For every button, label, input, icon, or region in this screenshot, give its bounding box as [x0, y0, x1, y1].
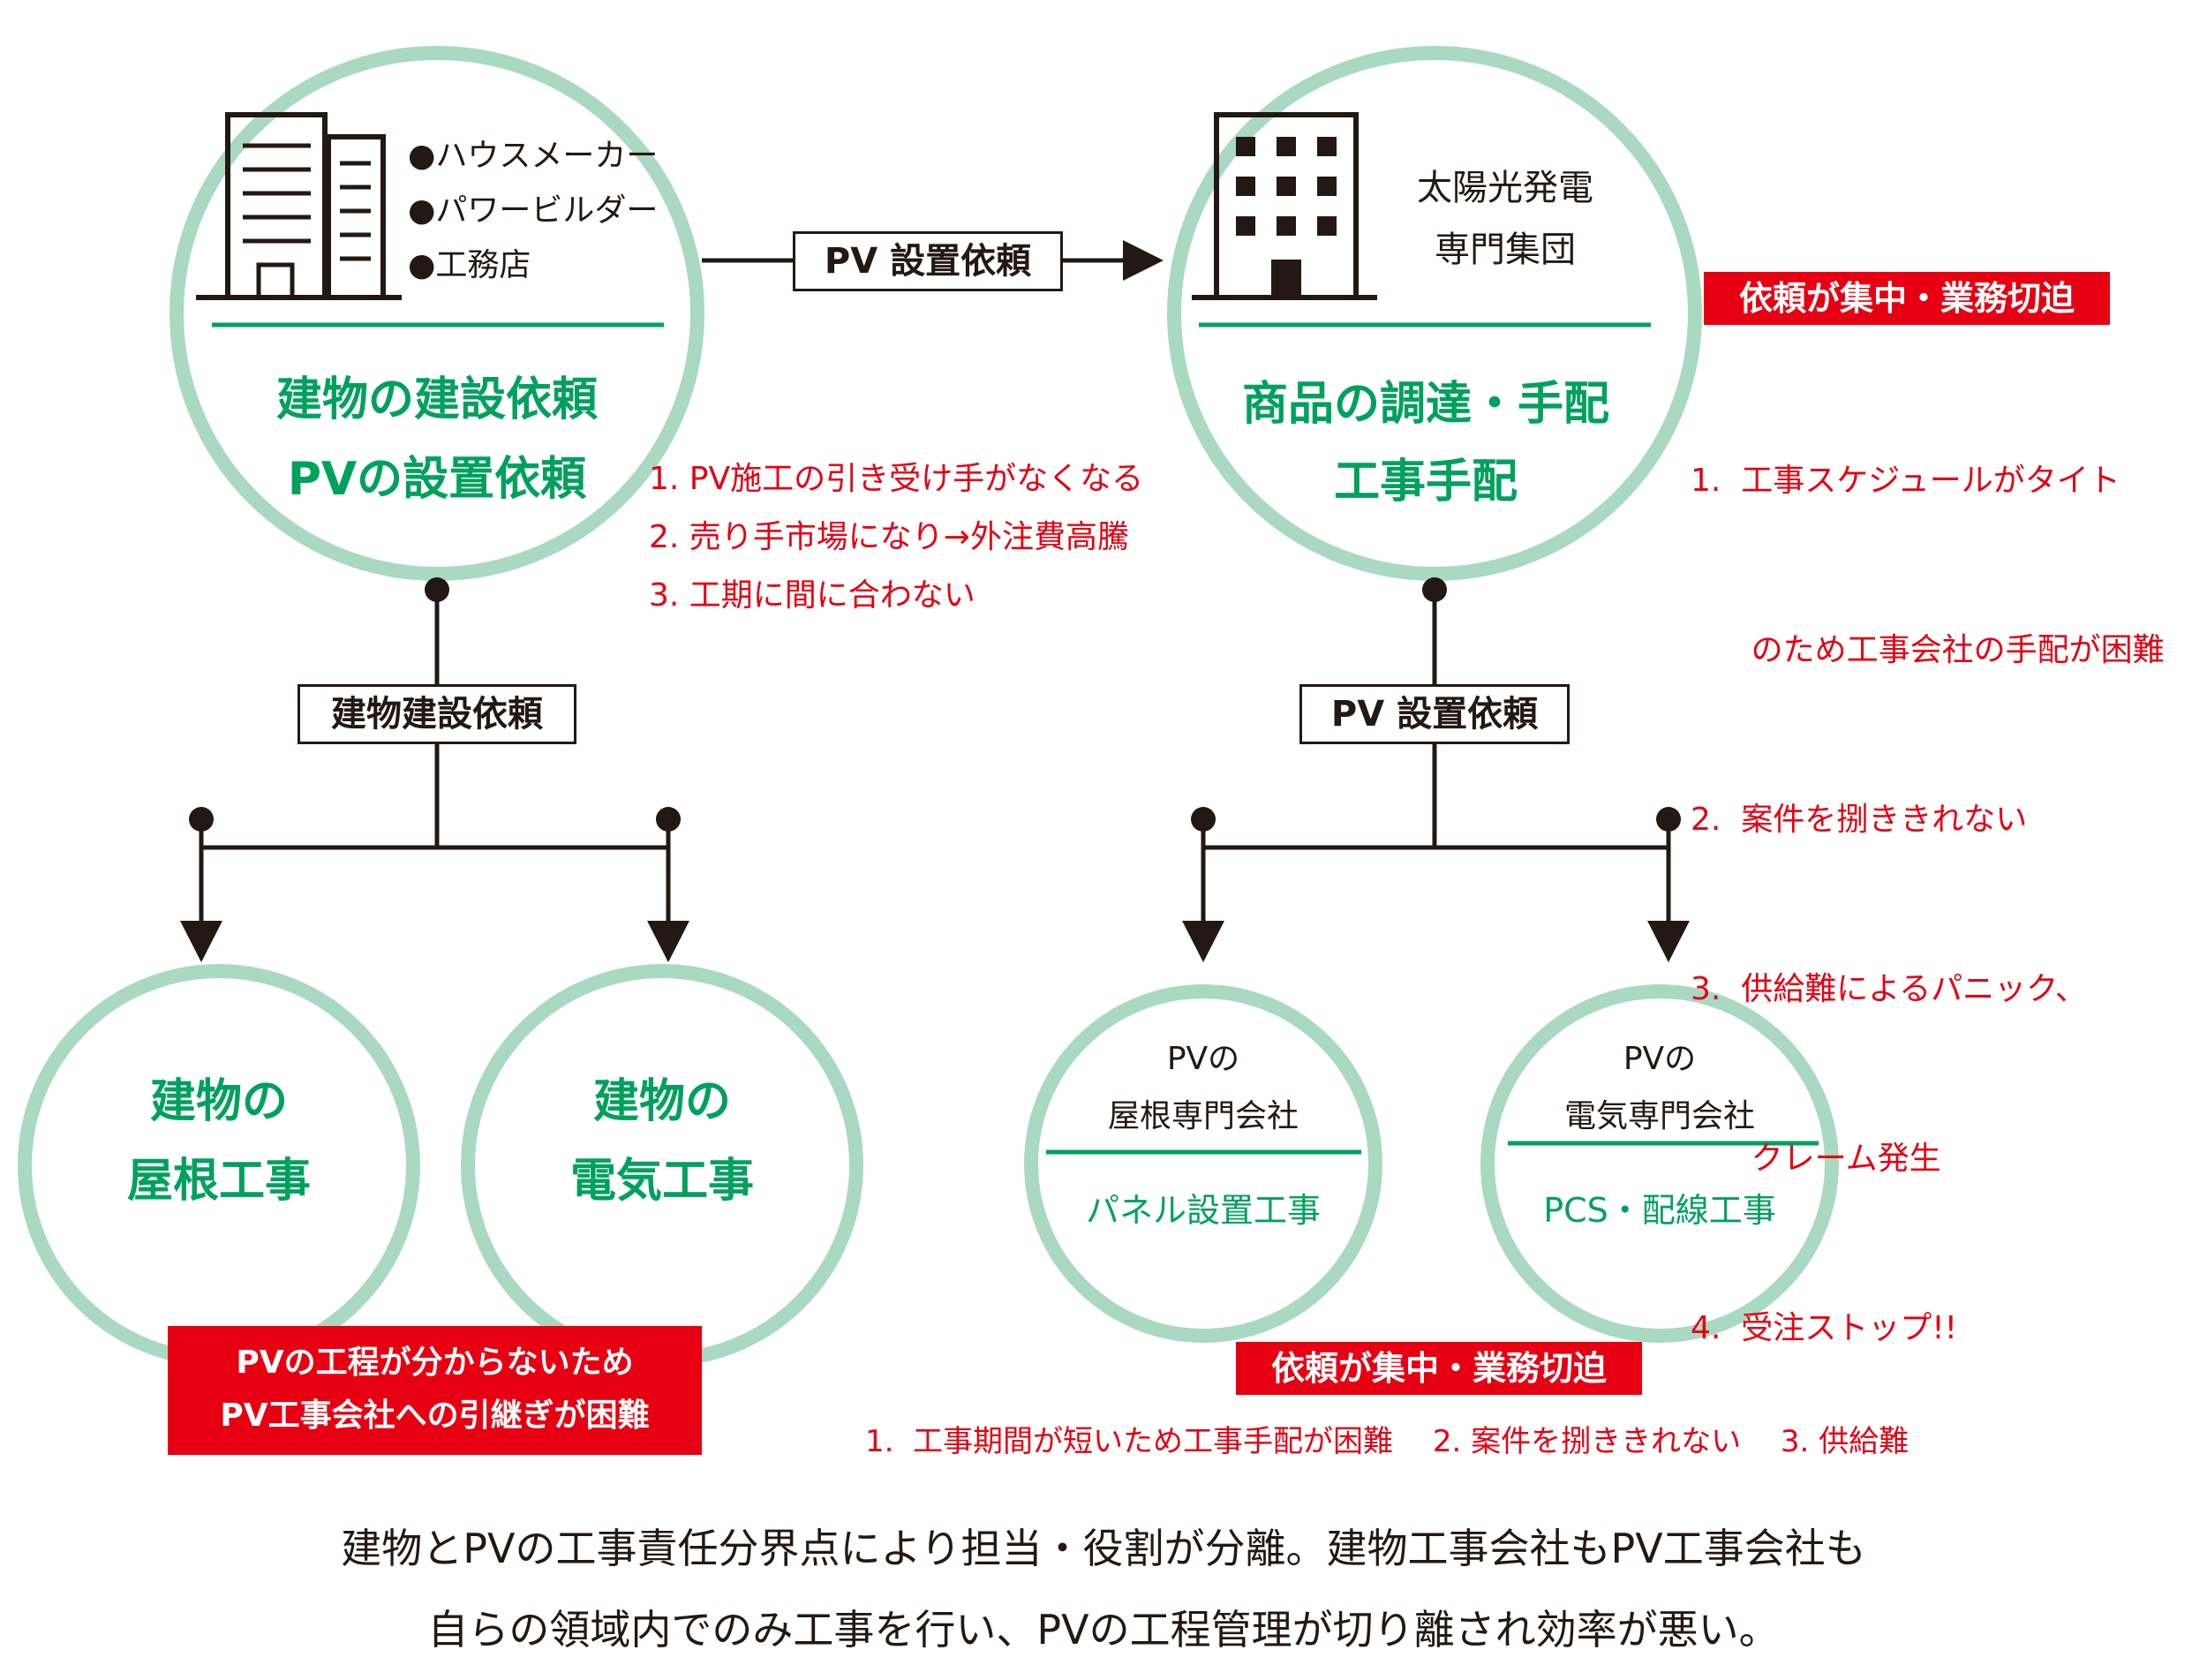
pv-issues-title: 依頼が集中・業務切迫	[1704, 272, 2110, 325]
pv-electric-company-line2: 電気専門会社	[1563, 1098, 1756, 1134]
client-issue-item: 1. PV施工の引き受け手がなくなる	[649, 461, 1144, 497]
electric-work-line2: 電気工事	[569, 1155, 755, 1208]
client-issues-list: 1. PV施工の引き受け手がなくなる 2. 売り手市場になり→外注費高騰 3. …	[649, 450, 1143, 625]
pv-group-role-line1: 商品の調達・手配	[1241, 378, 1610, 431]
client-circle	[169, 46, 704, 581]
roof-work-line2: 屋根工事	[126, 1155, 312, 1208]
pv-roof-company-circle	[1024, 984, 1382, 1343]
building-icon	[196, 112, 402, 300]
client-role-line1: 建物の建設依頼	[275, 373, 599, 426]
left-tree	[180, 577, 689, 962]
pv-group-circle	[1167, 46, 1702, 581]
client-role-line2: PVの設置依頼	[287, 453, 587, 506]
pv-electric-company-line1: PVの	[1623, 1041, 1697, 1077]
client-issue-item: 2. 売り手市場になり→外注費高騰	[649, 519, 1129, 555]
pv-issue-item: 1. 工事スケジュールがタイト	[1691, 463, 2120, 499]
pv-roof-company-work: パネル設置工事	[1085, 1191, 1322, 1230]
summary-line1: 建物とPVの工事責任分界点により担当・役割が分離。建物工事会社もPV工事会社も	[341, 1525, 1866, 1572]
client-type-list: ●ハウスメーカー ●パワービルダー ●工務店	[408, 129, 658, 293]
client-type-item: ●パワービルダー	[408, 192, 659, 229]
pv-electric-company-work: PCS・配線工事	[1543, 1191, 1776, 1230]
pv-group-name-line1: 太陽光発電	[1417, 168, 1593, 208]
electric-work-line1: 建物の	[592, 1075, 732, 1128]
pv-roof-company-line2: 屋根専門会社	[1107, 1098, 1299, 1134]
left-branch-label: 建物建設依頼	[298, 684, 576, 744]
right-branch-label: PV 設置依頼	[1299, 684, 1570, 744]
pv-issue-item: 4. 受注ストップ!!	[1691, 1310, 1958, 1346]
office-building-icon	[1192, 112, 1377, 300]
summary-line2: 自らの領域内でのみ工事を行い、PVの工程管理が切り離され効率が悪い。	[427, 1606, 1780, 1654]
bottom-issues-title: 依頼が集中・業務切迫	[1236, 1342, 1642, 1395]
right-tree	[1182, 577, 1690, 962]
pv-issue-item: 2. 案件を捌ききれない	[1691, 802, 2028, 838]
pv-issue-item: のため工事会社の手配が困難	[1691, 632, 2165, 668]
client-type-item: ●工務店	[408, 247, 531, 283]
roof-work-line1: 建物の	[149, 1075, 289, 1128]
pv-group-role-line2: 工事手配	[1333, 456, 1518, 509]
client-type-item: ●ハウスメーカー	[408, 138, 659, 174]
pv-roof-company-line1: PVの	[1166, 1041, 1240, 1077]
pv-group-name-line2: 専門集団	[1435, 230, 1576, 270]
building-note-line: PV工事会社への引継ぎが困難	[220, 1397, 650, 1434]
pv-issues-list: 1. 工事スケジュールがタイト のため工事会社の手配が困難 2. 案件を捌ききれ…	[1691, 340, 2165, 1413]
bottom-issues-items: 1. 工事期間が短いため工事手配が困難 2. 案件を捌ききれない 3. 供給難	[865, 1424, 1909, 1459]
building-note: PVの工程が分からないため PV工事会社への引継ぎが困難	[168, 1326, 702, 1455]
pv-issue-item: クレーム発生	[1691, 1141, 1941, 1177]
building-note-line: PVの工程が分からないため	[236, 1345, 634, 1381]
top-arrow-head	[1123, 240, 1164, 281]
client-issue-item: 3. 工期に間に合わない	[649, 577, 975, 614]
top-arrow-label: PV 設置依頼	[793, 231, 1063, 291]
pv-electric-company-circle	[1480, 984, 1839, 1343]
pv-issue-item: 3. 供給難によるパニック、	[1691, 971, 2087, 1007]
